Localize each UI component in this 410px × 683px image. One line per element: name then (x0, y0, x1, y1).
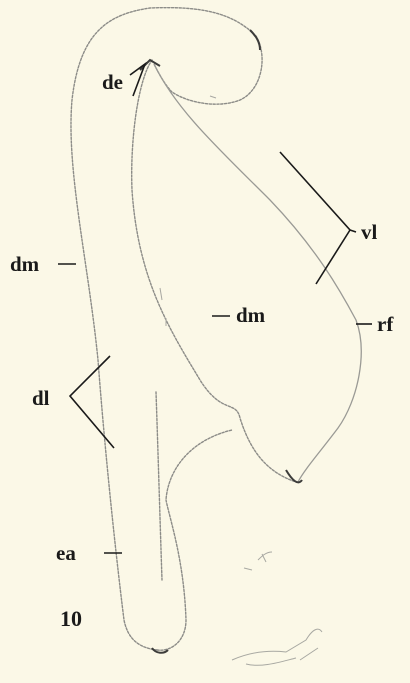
label-rf: rf (377, 312, 394, 336)
appendage-tip (152, 648, 168, 653)
vl-bracket-tick (350, 230, 356, 232)
ventral-outline (154, 64, 361, 482)
label-vl: vl (361, 220, 378, 244)
dl-bracket (70, 356, 114, 448)
figure-number: 10 (60, 606, 82, 631)
label-dm-left: dm (10, 252, 40, 276)
outer-outline (71, 8, 262, 650)
appendage-inner-line (156, 392, 162, 580)
label-dm-center: dm (236, 303, 266, 327)
label-dl: dl (32, 386, 50, 410)
label-de: de (102, 70, 123, 94)
interior-mark-2 (210, 96, 216, 98)
label-ea: ea (56, 541, 76, 565)
de-leader (130, 64, 145, 96)
upper-right-tip (250, 30, 260, 50)
interior-mark-1 (160, 288, 166, 326)
debris-fragment-1 (244, 552, 272, 570)
lobe-tip (286, 470, 302, 482)
lower-appendage-outline (157, 430, 232, 650)
debris-fragment-2 (232, 629, 322, 665)
vl-bracket (280, 152, 350, 284)
